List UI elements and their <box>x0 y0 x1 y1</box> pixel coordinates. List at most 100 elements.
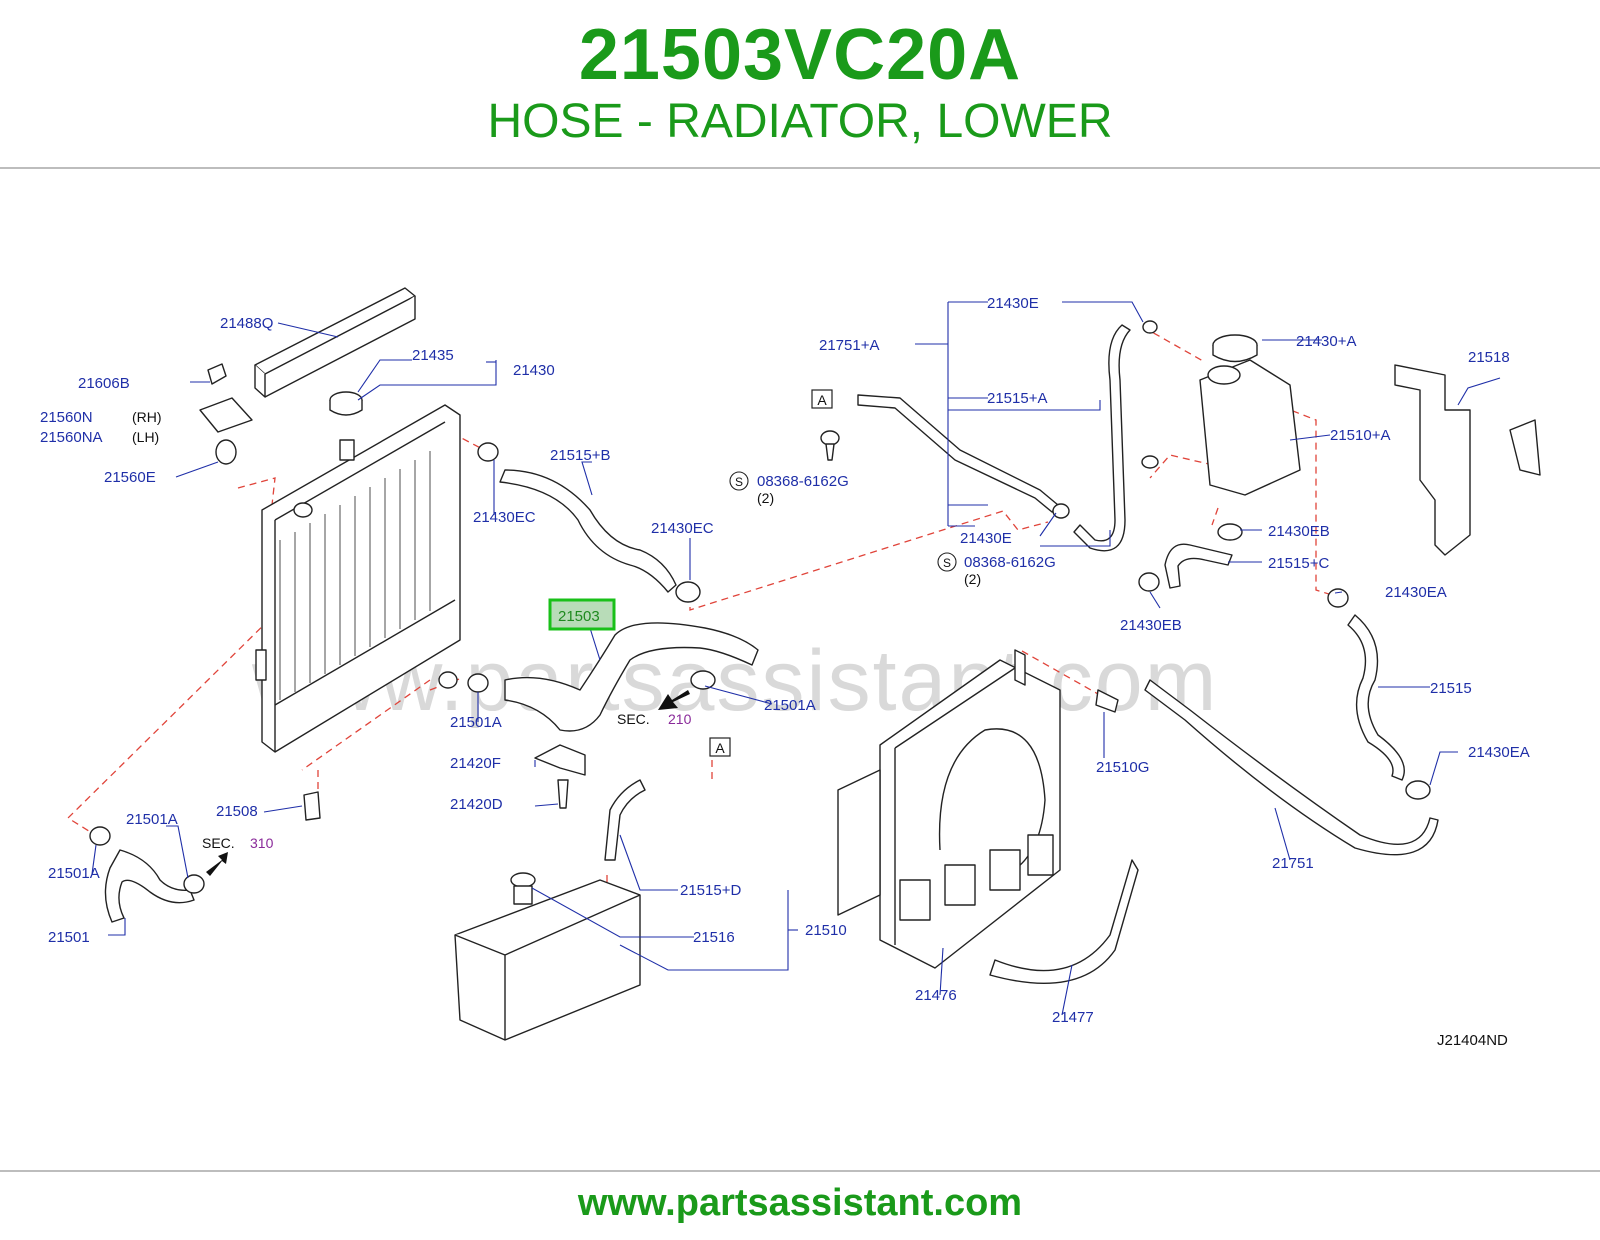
screw-08368-lower <box>1141 455 1159 469</box>
label-21501A-2: 21501A <box>450 714 502 731</box>
footer-website[interactable]: www.partsassistant.com <box>577 1182 1023 1224</box>
label-21430E-2: 21430E <box>960 530 1012 547</box>
screw-symbol-lower-label: S <box>943 556 951 570</box>
label-21430EB-1: 21430EB <box>1268 523 1330 540</box>
ref-label-a-upper: A <box>817 392 827 408</box>
hose-21515A <box>1073 324 1131 552</box>
section-numbers: 210 310 <box>250 711 692 851</box>
radiator-filler-neck <box>339 439 355 461</box>
label-qty-2: (2) <box>964 571 981 587</box>
label-21606B: 21606B <box>78 375 130 392</box>
drain-plug-21508 <box>303 791 321 821</box>
clamp-21430E-lower <box>1052 503 1070 519</box>
label-21560N: 21560N <box>40 409 93 426</box>
radiator-cap-body <box>329 400 363 416</box>
seal-strip-front <box>264 296 416 398</box>
radiator-bottom-tank <box>274 599 456 706</box>
screw-08368-upper <box>820 430 840 446</box>
fan-shroud-frame <box>894 667 1016 945</box>
clamp-21430EB-upper <box>1217 523 1243 541</box>
label-21515A: 21515+A <box>987 390 1047 407</box>
leader-lines <box>91 301 1501 1016</box>
clamp-21430EB-lower <box>1138 572 1160 592</box>
clamp-21430EA-lower <box>1405 780 1431 800</box>
label-08368-6162G-2: 08368-6162G <box>964 554 1056 571</box>
label-21477: 21477 <box>1052 1009 1094 1026</box>
label-21488Q: 21488Q <box>220 315 273 332</box>
radiator-21430 <box>261 404 461 753</box>
fan-shroud-side-vents <box>837 769 881 916</box>
label-21435: 21435 <box>412 347 454 364</box>
label-08368-6162G-1: 08368-6162G <box>757 473 849 490</box>
reservoir-cap-21516 <box>510 872 536 888</box>
hose-21515 <box>1347 614 1405 781</box>
section-arrows <box>206 690 690 876</box>
label-21501A-1: 21501A <box>764 697 816 714</box>
tank-cap-body <box>1212 345 1258 363</box>
sec-310-arrow <box>206 852 228 876</box>
annotation-labels: (RH) (LH) (2) (2) SEC. SEC. J21404ND <box>132 409 1508 1049</box>
clamp-21430EA-upper <box>1327 588 1349 608</box>
clamp-21501A-left <box>467 673 489 693</box>
parts-diagram-svg: www.partsassistant.com <box>40 287 1541 1049</box>
label-21476: 21476 <box>915 987 957 1004</box>
footer-divider <box>0 1170 1600 1172</box>
hose-21515B <box>499 469 677 593</box>
bracket-21518 <box>1394 364 1471 556</box>
label-21508: 21508 <box>216 803 258 820</box>
clamp-21501A-lower-left <box>89 826 111 846</box>
label-21430EB-2: 21430EB <box>1120 617 1182 634</box>
reservoir-edges <box>454 894 641 1040</box>
screw-08368-upper-shank <box>825 443 835 461</box>
ref-box-a-upper <box>811 389 833 409</box>
clamp-21430EC-upper <box>477 442 499 462</box>
page-header: 21503VC20A HOSE - RADIATOR, LOWER <box>0 0 1600 168</box>
label-sec-310: 310 <box>250 835 274 851</box>
label-21430EA-2: 21430EA <box>1468 744 1530 761</box>
screw-symbol-upper-label: S <box>735 475 743 489</box>
ref-box-a-lower <box>709 737 731 757</box>
shroud-window-4 <box>1027 834 1054 876</box>
tank-neck <box>1207 365 1241 385</box>
label-21430E-1: 21430E <box>987 295 1039 312</box>
sec-210-arrow <box>658 690 690 710</box>
seal-strip-side <box>254 365 266 398</box>
hose-21515D <box>604 779 646 861</box>
shroud-window-1 <box>899 879 931 921</box>
hose-21501 <box>104 849 195 923</box>
label-21501A-4: 21501A <box>48 865 100 882</box>
radiator-left-bracket <box>255 649 267 681</box>
shroud-mount-tab <box>1014 649 1026 686</box>
hose-21515C <box>1164 543 1233 589</box>
label-21430: 21430 <box>513 362 555 379</box>
label-21516: 21516 <box>693 929 735 946</box>
label-lh: (LH) <box>132 429 159 445</box>
label-sec-210-prefix: SEC. <box>617 711 650 727</box>
clamp-21430EC-lower <box>675 581 701 603</box>
label-21420F: 21420F <box>450 755 501 772</box>
diagram-code: J21404ND <box>1437 1032 1508 1049</box>
pipe-21751A <box>857 394 1059 513</box>
reservoir-neck <box>513 885 533 905</box>
label-21515B: 21515+B <box>550 447 610 464</box>
bolt-21420D <box>557 779 569 809</box>
insulator-21560E <box>215 439 237 465</box>
tank-21510A <box>1199 359 1301 496</box>
shroud-window-2 <box>944 864 976 906</box>
bolt-21510G <box>1095 689 1119 713</box>
label-21515D: 21515+D <box>680 882 741 899</box>
label-21560E: 21560E <box>104 469 156 486</box>
label-21503-highlighted: 21503 <box>558 608 600 625</box>
part-number-title: 21503VC20A <box>578 15 1022 95</box>
nut-21606B <box>207 363 227 385</box>
label-21510: 21510 <box>805 922 847 939</box>
shroud-window-3 <box>989 849 1021 891</box>
ref-label-a-lower: A <box>715 740 725 756</box>
lower-shroud-21477 <box>989 859 1139 984</box>
label-21430EC-2: 21430EC <box>651 520 714 537</box>
screw-symbol-upper <box>729 471 749 491</box>
label-21430EA-1: 21430EA <box>1385 584 1447 601</box>
label-21430EC-1: 21430EC <box>473 509 536 526</box>
radiator-core-fins <box>279 451 431 700</box>
label-21501A-3: 21501A <box>126 811 178 828</box>
